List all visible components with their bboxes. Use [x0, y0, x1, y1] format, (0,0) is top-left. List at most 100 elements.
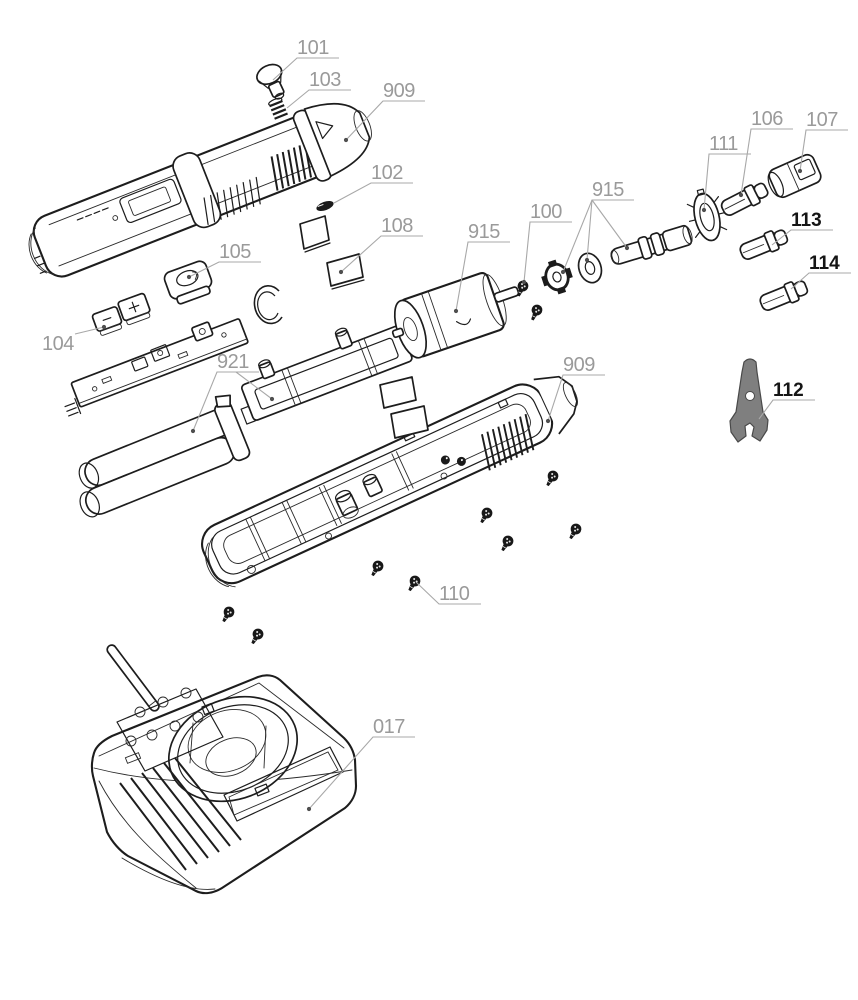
leader-line-100: [523, 221, 572, 283]
leader-line-102: [333, 182, 413, 204]
screw: [404, 573, 423, 594]
screw-100: [527, 302, 545, 323]
housing-lower-drawing: [201, 375, 578, 588]
leader-line-108: [340, 235, 423, 273]
screw: [218, 604, 237, 625]
leader-dot-106: [738, 192, 744, 198]
callout-label-102: 102: [371, 162, 403, 184]
leader-dot-915-motor: [453, 308, 459, 314]
callout-label-111: 111: [709, 133, 738, 155]
leader-dot-105: [186, 274, 192, 280]
leader-line-110: [415, 581, 481, 605]
callout-label-921: 921: [217, 351, 249, 373]
leader-line-921: [192, 371, 259, 432]
leader-dot-921: [269, 396, 275, 402]
callout-label-100: 100: [530, 201, 562, 223]
frame-post: [334, 327, 353, 350]
callout-label-105: 105: [219, 241, 251, 263]
shaft-coupling: [541, 259, 573, 295]
callout-label-108: 108: [381, 215, 413, 237]
grip-ribs: [481, 413, 535, 471]
housing-post: [362, 473, 383, 498]
lock-spring: [268, 97, 288, 120]
charger-label-recess: [223, 746, 344, 822]
leader-dot-100: [521, 279, 527, 285]
screw: [565, 521, 584, 542]
screw: [542, 468, 561, 489]
motor-shaft: [610, 224, 693, 265]
leader-line-103: [286, 89, 351, 109]
callout-label-909-lower: 909: [563, 354, 595, 376]
leader-dot-909-upper: [343, 137, 349, 143]
callout-label-113: 113: [791, 210, 822, 231]
leader-dot-915-shaft: [624, 245, 630, 251]
callout-label-106: 106: [751, 108, 783, 130]
callout-label-101: 101: [297, 37, 329, 59]
callout-label-909-upper: 909: [383, 80, 415, 102]
screw: [497, 533, 516, 554]
spindle-lock-button: [256, 63, 285, 100]
leader-dot-915-shaft: [560, 269, 566, 275]
leader-line-114: [790, 272, 851, 290]
charger-contact-plate: [116, 687, 224, 772]
power-button: [163, 260, 213, 305]
leader-line-017: [308, 736, 415, 810]
frame-post: [258, 359, 276, 380]
pcb-board: [64, 318, 249, 417]
leader-line-921: [235, 371, 273, 400]
speed-buttons: [91, 292, 151, 336]
wrench: [729, 358, 769, 443]
leader-dot-104: [101, 324, 107, 330]
leader-dot-108: [338, 269, 344, 275]
leader-line-111: [703, 153, 751, 211]
battery-charger: [90, 644, 358, 895]
fan-washer: [686, 188, 728, 242]
callout-label-103: 103: [309, 69, 341, 91]
leader-dot-111: [701, 207, 707, 213]
screw: [247, 626, 266, 647]
callout-label-915-motor: 915: [468, 221, 500, 243]
leader-line-915-shaft: [591, 199, 628, 249]
leader-dot-017: [306, 806, 312, 812]
callout-label-915-shaft: 915: [592, 179, 624, 201]
callout-label-114: 114: [809, 253, 840, 274]
collet-106: [720, 182, 769, 216]
housing-post: [334, 489, 359, 519]
leader-dot-915-shaft: [584, 257, 590, 263]
collet-113: [739, 229, 789, 260]
shaft-bearing: [577, 252, 603, 284]
collet-nut-107: [767, 153, 822, 199]
callout-label-107: 107: [806, 109, 838, 131]
charger-cord-rod: [106, 644, 160, 712]
leader-line-113: [771, 229, 833, 246]
callout-layer: 101 103 909 102 108 915 100 915 111 106 107 113 114 1…: [42, 37, 851, 812]
charger-socket: [167, 695, 299, 803]
leader-dot-921: [190, 428, 196, 434]
leader-line-101: [272, 57, 339, 81]
leader-line-915-motor: [455, 241, 510, 312]
charger-vents: [119, 757, 242, 871]
small-seal: [316, 200, 334, 212]
leader-line-107: [799, 129, 848, 172]
label-plate-108: [326, 253, 365, 290]
motor: [391, 271, 520, 359]
leader-line-105: [188, 261, 261, 278]
callout-label-112: 112: [773, 380, 804, 401]
leader-line-909-lower: [547, 374, 605, 422]
housing-upper-drawing: [28, 102, 372, 278]
label-plate-small: [299, 215, 331, 253]
leader-dot-909-lower: [545, 418, 551, 424]
callout-label-104: 104: [42, 333, 74, 355]
leader-line-106: [740, 128, 793, 196]
label-plate: [379, 376, 429, 439]
c-clip: [253, 284, 283, 325]
callout-label-017: 017: [373, 716, 405, 738]
leader-line-909-upper: [345, 100, 425, 141]
screw: [367, 558, 386, 579]
grip-ribs: [203, 138, 324, 225]
leader-line-112: [758, 399, 815, 420]
callout-label-110: 110: [439, 583, 470, 605]
nose-cone: [303, 102, 371, 177]
